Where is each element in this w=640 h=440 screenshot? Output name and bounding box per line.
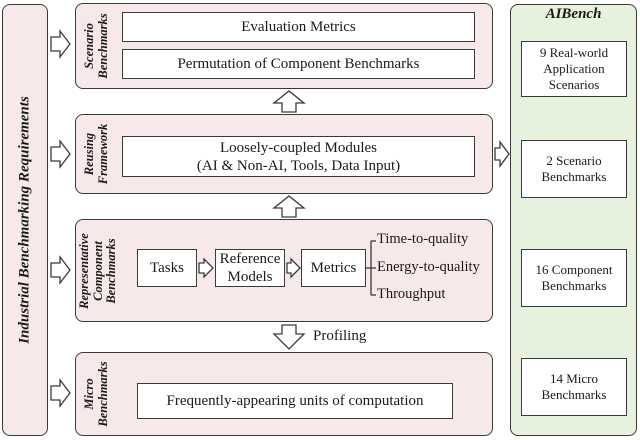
profiling-down-arrow bbox=[272, 324, 306, 350]
permutation-box: Permutation of Component Benchmarks bbox=[122, 49, 475, 79]
reference-models-box: Reference Models bbox=[215, 249, 285, 287]
aibench-scenarios-box: 9 Real-world Application Scenarios bbox=[521, 41, 627, 97]
loosely-coupled-line1: Loosely-coupled Modules bbox=[219, 139, 378, 156]
metrics-box: Metrics bbox=[301, 249, 366, 287]
profiling-label: Profiling bbox=[313, 328, 367, 344]
throughput-label: Throughput bbox=[377, 286, 446, 302]
aibench-scenario-benchmarks-box: 2 Scenario Benchmarks bbox=[521, 140, 627, 198]
layers-to-aibench-arrow bbox=[494, 140, 510, 168]
time-to-quality-label: Time-to-quality bbox=[377, 231, 469, 247]
metrics-bracket bbox=[366, 240, 376, 296]
aibench-scenario-bench-line2: Benchmarks bbox=[541, 169, 607, 184]
aibench-scenarios-line1: 9 Real-world bbox=[539, 45, 609, 60]
requirements-panel: Industrial Benchmarking Requirements bbox=[2, 4, 48, 436]
frequently-appearing-box: Frequently-appearing units of computatio… bbox=[137, 383, 453, 419]
energy-to-quality-label: Energy-to-quality bbox=[377, 259, 480, 275]
aibench-scenario-bench-line1: 2 Scenario bbox=[546, 153, 602, 168]
aibench-scenarios-line3: Scenarios bbox=[548, 77, 600, 92]
requirements-to-micro-arrow bbox=[50, 378, 71, 408]
component-to-reusing-arrow bbox=[272, 195, 306, 218]
aibench-micro-line1: 14 Micro bbox=[549, 371, 599, 386]
loosely-coupled-line2: (AI & Non-AI, Tools, Data Input) bbox=[196, 157, 401, 174]
aibench-scenarios-line2: Application bbox=[543, 61, 605, 76]
reusing-to-scenario-arrow bbox=[272, 90, 306, 113]
evaluation-metrics-box: Evaluation Metrics bbox=[122, 12, 475, 42]
reference-to-metrics-arrow bbox=[286, 257, 301, 279]
aibench-component-line1: 16 Component bbox=[535, 262, 613, 277]
requirements-to-scenario-arrow bbox=[50, 29, 71, 59]
reference-line1: Reference bbox=[219, 251, 281, 267]
reference-line2: Models bbox=[227, 269, 273, 285]
aibench-micro-benchmarks-box: 14 Micro Benchmarks bbox=[521, 358, 627, 416]
tasks-to-reference-arrow bbox=[198, 257, 214, 279]
aibench-component-line2: Benchmarks bbox=[541, 278, 607, 293]
loosely-coupled-box: Loosely-coupled Modules (AI & Non-AI, To… bbox=[122, 136, 475, 177]
aibench-title: AIBench bbox=[545, 6, 602, 22]
requirements-to-component-arrow bbox=[50, 255, 71, 285]
aibench-component-benchmarks-box: 16 Component Benchmarks bbox=[521, 249, 627, 307]
tasks-box: Tasks bbox=[137, 249, 197, 287]
requirements-to-reusing-arrow bbox=[50, 139, 71, 169]
aibench-micro-line2: Benchmarks bbox=[541, 387, 607, 402]
